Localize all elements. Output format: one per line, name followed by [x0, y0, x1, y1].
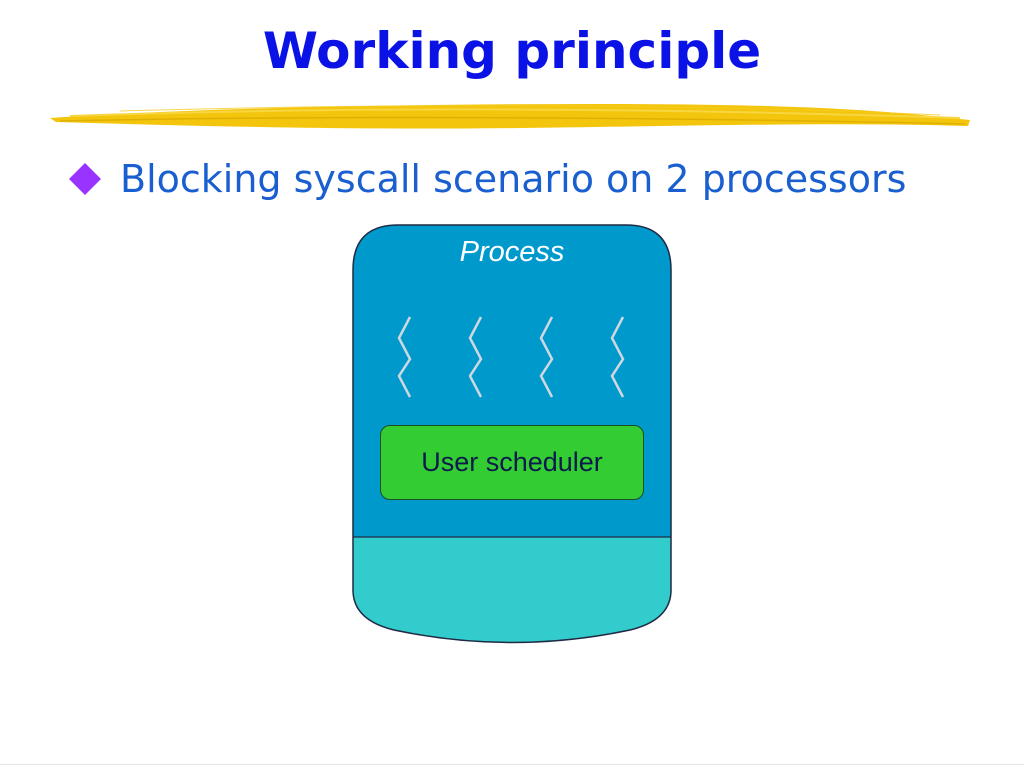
bullet-text: Blocking syscall scenario on 2 processor… — [120, 157, 907, 201]
bullet-item: Blocking syscall scenario on 2 processor… — [68, 154, 906, 204]
thread-icons — [397, 316, 625, 398]
user-scheduler-label: User scheduler — [421, 447, 603, 477]
slide-title: Working principle — [262, 22, 762, 80]
bottom-divider — [0, 764, 1024, 765]
kernel-area — [353, 537, 671, 643]
diamond-bullet-icon — [69, 163, 101, 195]
process-outline — [352, 224, 672, 644]
process-label: Process — [459, 236, 565, 268]
user-scheduler-box: User scheduler — [380, 425, 644, 500]
thread-icon — [397, 316, 412, 398]
thread-icon — [610, 316, 625, 398]
thread-icon — [468, 316, 483, 398]
thread-icon — [539, 316, 554, 398]
